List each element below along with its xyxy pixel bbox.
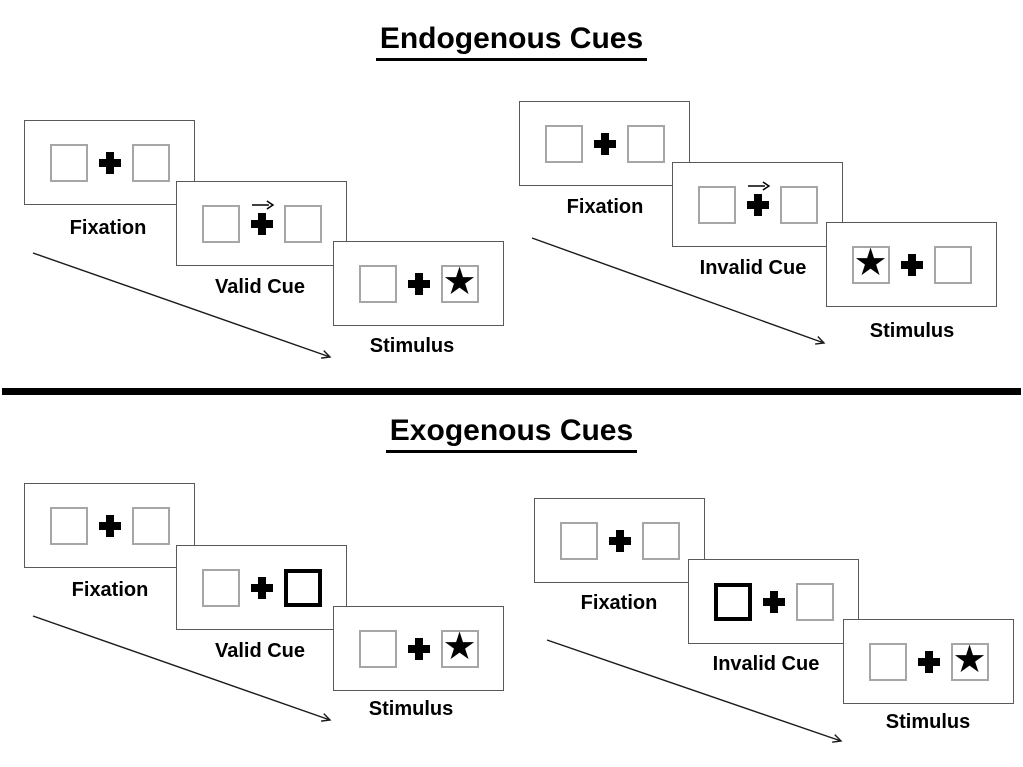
fixation-cross-icon [900, 253, 923, 276]
fixation-cross-wrap [917, 650, 940, 673]
right-box [795, 582, 834, 621]
fixation-cross-icon [250, 212, 273, 235]
right-box: ★ [950, 639, 989, 681]
invalid-cue-panel [688, 559, 859, 644]
right-box [283, 204, 322, 243]
section-divider [2, 388, 1021, 395]
fixation-cross-icon [407, 637, 430, 660]
invalid-cue-label: Invalid Cue [712, 653, 820, 675]
star-icon: ★ [442, 261, 477, 303]
stimulus-panel: ★ [333, 606, 504, 691]
timeline-arrow [32, 615, 332, 722]
fixation-cross-icon [98, 514, 121, 537]
fixation-cross-icon [608, 529, 631, 552]
right-box [779, 185, 818, 224]
fixation-panel [534, 498, 705, 583]
right-box [641, 521, 680, 560]
right-box: ★ [440, 626, 479, 668]
stimulus-label: Stimulus [369, 335, 455, 357]
invalid-cue-panel [672, 162, 843, 247]
right-box-highlighted [283, 568, 322, 607]
endogenous-section-title: Endogenous Cues [0, 22, 1023, 61]
left-box-highlighted [713, 582, 752, 621]
cue-arrow-icon [251, 199, 274, 210]
valid-cue-label: Valid Cue [214, 276, 306, 298]
fixation-cross-wrap [98, 151, 121, 174]
fixation-cross-wrap [250, 576, 273, 599]
right-box [933, 245, 972, 284]
fixation-label: Fixation [71, 579, 149, 601]
fixation-cross-icon [593, 132, 616, 155]
valid-cue-panel [176, 545, 347, 630]
right-box [131, 506, 170, 545]
timeline-arrow [531, 237, 826, 345]
stimulus-panel: ★ [843, 619, 1014, 704]
fixation-cross-wrap [762, 590, 785, 613]
fixation-cross-icon [746, 193, 769, 216]
fixation-panel [519, 101, 690, 186]
left-box [49, 143, 88, 182]
fixation-cross-wrap [407, 637, 430, 660]
fixation-cross-wrap [407, 272, 430, 295]
timeline-arrow [32, 252, 332, 359]
fixation-label: Fixation [566, 196, 644, 218]
left-box [697, 185, 736, 224]
left-box [49, 506, 88, 545]
stimulus-label: Stimulus [368, 698, 454, 720]
endogenous-title-text: Endogenous Cues [375, 22, 648, 61]
valid-cue-panel [176, 181, 347, 266]
right-box [131, 143, 170, 182]
stimulus-panel: ★ [826, 222, 997, 307]
fixation-cross-wrap [593, 132, 616, 155]
exogenous-title-text: Exogenous Cues [385, 414, 638, 453]
fixation-cross-icon [762, 590, 785, 613]
invalid-cue-label: Invalid Cue [699, 257, 807, 279]
right-box: ★ [440, 261, 479, 303]
stimulus-label: Stimulus [885, 711, 971, 733]
left-box [358, 629, 397, 668]
stimulus-label: Stimulus [869, 320, 955, 342]
fixation-cross-icon [917, 650, 940, 673]
left-box [559, 521, 598, 560]
fixation-label: Fixation [580, 592, 658, 614]
stimulus-panel: ★ [333, 241, 504, 326]
exogenous-section-title: Exogenous Cues [0, 414, 1023, 453]
fixation-cross-wrap [98, 514, 121, 537]
star-icon: ★ [853, 242, 888, 284]
left-box: ★ [851, 242, 890, 284]
left-box [544, 124, 583, 163]
left-box [201, 204, 240, 243]
star-icon: ★ [442, 626, 477, 668]
cue-arrow-icon [747, 180, 770, 191]
fixation-cross-icon [407, 272, 430, 295]
fixation-cross-wrap [250, 199, 274, 235]
left-box [201, 568, 240, 607]
fixation-cross-wrap [746, 180, 770, 216]
fixation-cross-icon [98, 151, 121, 174]
right-box [626, 124, 665, 163]
fixation-panel [24, 483, 195, 568]
left-box [358, 264, 397, 303]
fixation-cross-wrap [608, 529, 631, 552]
fixation-cross-icon [250, 576, 273, 599]
fixation-cross-wrap [900, 253, 923, 276]
star-icon: ★ [952, 639, 987, 681]
fixation-panel [24, 120, 195, 205]
left-box [868, 642, 907, 681]
valid-cue-label: Valid Cue [214, 640, 306, 662]
fixation-label: Fixation [69, 217, 147, 239]
